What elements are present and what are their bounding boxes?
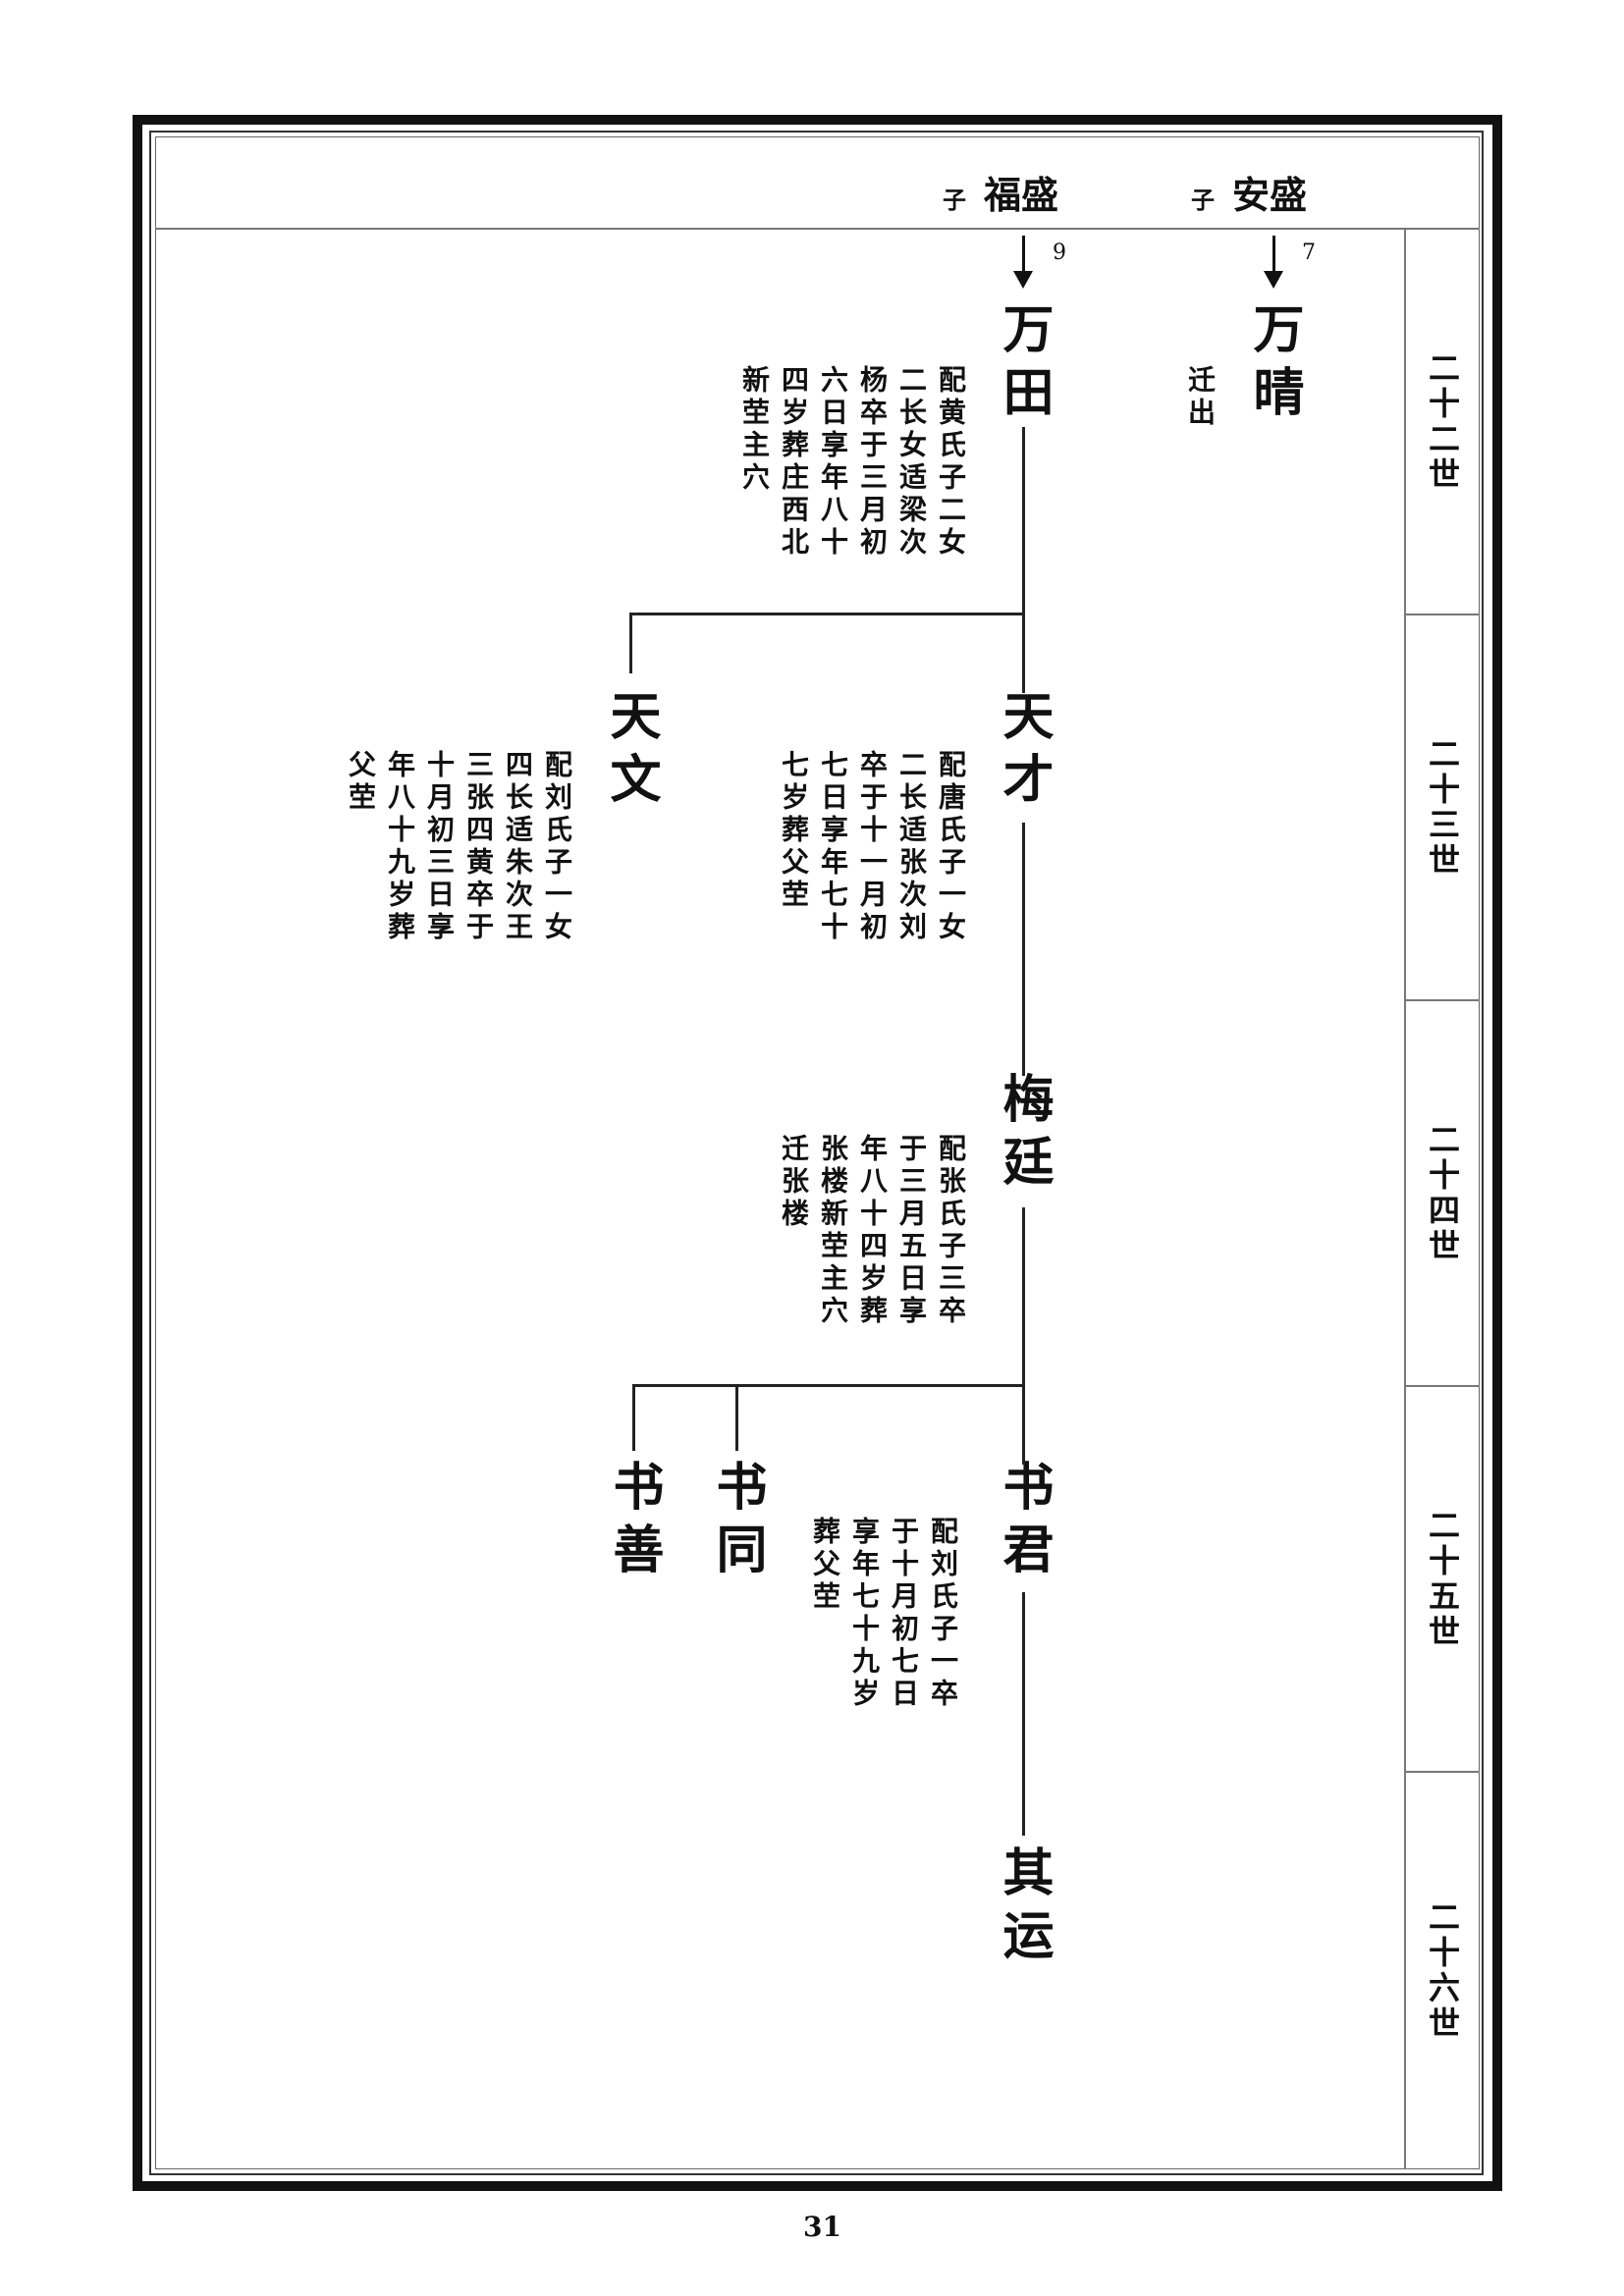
lineage-line [735,1384,738,1451]
note-column: 七日享年七十 [817,750,849,944]
note-column: 卒于十一月初 [856,750,889,944]
note-column: 杨卒于三月初 [856,365,889,560]
generation-row-divider [1404,614,1480,615]
header-name: 福盛 [984,173,1059,217]
header-prefix: 子 [943,186,966,214]
header-parent-fusheng: 子福盛 [943,165,1058,219]
header-name: 安盛 [1232,173,1308,217]
note-column: 二长适张次刘 [895,750,928,944]
notes-shujun: 配刘氏子一卒 于十月初七日 享年七十九岁 葬父茔 [805,1517,962,1711]
person-name-qiyun: 其运 [994,1845,1054,1971]
page-number: 31 [803,2211,841,2243]
lineage-line [1022,1207,1025,1386]
person-name-shutong: 书同 [707,1460,767,1585]
generation-text: 二十三世 [1424,736,1461,879]
person-name-wantian: 万田 [994,302,1054,428]
notes-wantian: 配黄氏子二女 二长女适梁次 杨卒于三月初 六日享年八十 四岁葬庄西北 新茔主穴 [734,365,970,560]
generation-label: 二十四世 [1405,1001,1480,1385]
notes-meiting: 配张氏子三卒 于三月五日享 年八十四岁葬 张楼新茔主穴 迁张楼 [774,1134,970,1328]
generation-text: 二十二世 [1424,350,1461,493]
lineage-line [1022,823,1025,1076]
header-prefix: 子 [1191,186,1215,214]
notes-wanqing: 迁出 [1180,365,1219,430]
generation-text: 二十六世 [1424,1900,1461,2042]
generation-text: 二十四世 [1424,1122,1461,1264]
note-column: 张楼新茔主穴 [817,1134,849,1328]
generation-label: 二十三世 [1405,615,1480,999]
note-column: 迁出 [1184,365,1217,430]
generation-row-divider [1404,999,1480,1001]
page-border-inner [149,131,1484,2175]
generation-label: 二十二世 [1405,230,1480,614]
lineage-line [1022,1592,1025,1836]
branch-line [629,613,1025,615]
person-name-meiting: 梅廷 [994,1072,1054,1198]
notes-tianwen: 配刘氏子一女 四长适朱次王 三张四黄卒于 十月初三日享 年八十九岁葬 父茔 [341,750,576,944]
note-column: 四岁葬庄西北 [778,365,810,560]
note-column: 三张四黄卒于 [462,750,495,944]
page-border-inner-2 [155,136,1480,2169]
note-column: 六日享年八十 [817,365,849,560]
person-name-shujun: 书君 [994,1460,1054,1585]
note-column: 配刘氏子一女 [541,750,573,944]
generation-row-divider [1404,1385,1480,1387]
header-divider [155,228,1480,230]
note-column: 迁张楼 [778,1134,810,1231]
note-column: 配刘氏子一卒 [927,1517,959,1711]
generation-text: 二十五世 [1424,1508,1461,1650]
note-column: 新茔主穴 [738,365,771,495]
lineage-line [632,1384,635,1451]
note-column: 十月初三日享 [423,750,456,944]
lineage-line [1022,613,1025,693]
branch-line [632,1384,1025,1387]
note-column: 于三月五日享 [895,1134,928,1328]
page-reference: 9 [1053,240,1066,265]
person-name-wanqing: 万晴 [1244,302,1304,428]
note-column: 二长女适梁次 [895,365,928,560]
generation-label: 二十五世 [1405,1387,1480,1771]
lineage-line [1022,1384,1025,1465]
note-column: 父茔 [345,750,377,815]
lineage-line [629,613,632,673]
note-column: 配张氏子三卒 [935,1134,967,1328]
note-column: 葬父茔 [809,1517,841,1614]
notes-tiancai: 配唐氏子一女 二长适张次刘 卒于十一月初 七日享年七十 七岁葬父茔 [774,750,970,944]
note-column: 享年七十九岁 [848,1517,881,1711]
person-name-tianwen: 天文 [601,689,661,815]
arrow-down-icon [1264,236,1283,289]
note-column: 年八十九岁葬 [384,750,416,944]
generation-label: 二十六世 [1405,1773,1480,2169]
generation-column-divider [1404,228,1406,2169]
header-parent-ansheng: 子安盛 [1191,165,1307,219]
generation-row-divider [1404,1771,1480,1773]
person-name-shushan: 书善 [604,1460,664,1585]
note-column: 四长适朱次王 [502,750,534,944]
arrow-down-icon [1013,236,1033,289]
note-column: 七岁葬父茔 [778,750,810,912]
lineage-line [1022,427,1025,615]
page-reference: 7 [1302,240,1316,265]
page-border-outer [133,115,1502,2191]
person-name-tiancai: 天才 [994,689,1054,815]
note-column: 年八十四岁葬 [856,1134,889,1328]
note-column: 配唐氏子一女 [935,750,967,944]
note-column: 配黄氏子二女 [935,365,967,560]
note-column: 于十月初七日 [888,1517,920,1711]
